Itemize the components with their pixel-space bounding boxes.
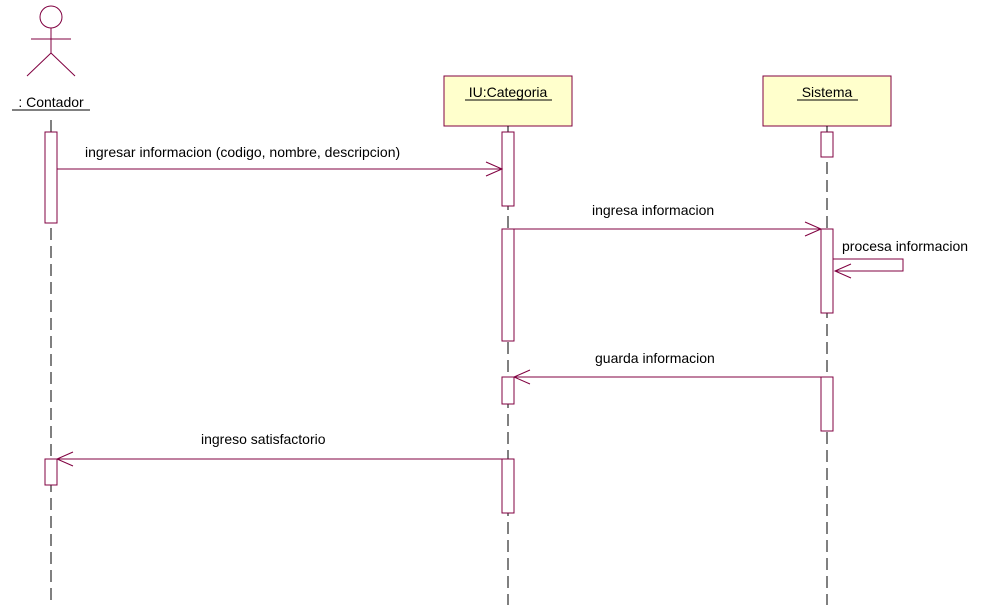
activation-bar [820,131,834,158]
activation-bar [501,228,515,342]
message-guarda-informacion[interactable]: guarda informacion [512,350,821,385]
message-label: ingresa informacion [592,202,714,218]
actor-contador[interactable]: : Contador [12,5,90,111]
activation-bar [820,228,834,314]
message-label: guarda informacion [595,350,715,366]
activation-bar [44,458,58,486]
open-arrowhead-icon [512,369,531,385]
message-ingresar-informacion[interactable]: ingresar informacion (codigo, nombre, de… [57,144,504,177]
message-label: procesa informacion [842,238,968,254]
message-label: ingresar informacion (codigo, nombre, de… [85,144,400,160]
object-ui-categoria[interactable]: IU:Categoria [443,75,573,127]
message-label: ingreso satisfactorio [201,431,326,447]
activation-bar [820,376,834,432]
object-label: IU:Categoria [469,84,548,100]
actor-label: : Contador [18,94,84,110]
activation-bar [44,131,58,224]
message-procesa-informacion[interactable]: procesa informacion [833,238,968,279]
object-box [443,75,573,127]
message-line [833,258,904,272]
open-arrowhead-icon [485,161,504,177]
activation-bar [501,131,515,207]
open-arrowhead-icon [833,263,852,279]
open-arrowhead-icon [55,451,74,467]
stick-figure-actor-icon [26,5,76,77]
object-label: Sistema [802,84,853,100]
activation-bar [501,458,515,514]
object-sistema[interactable]: Sistema [762,75,892,127]
message-ingresa-informacion[interactable]: ingresa informacion [514,202,823,237]
activation-bar [501,376,515,405]
message-ingreso-satisfactorio[interactable]: ingreso satisfactorio [55,431,502,467]
open-arrowhead-icon [804,221,823,237]
